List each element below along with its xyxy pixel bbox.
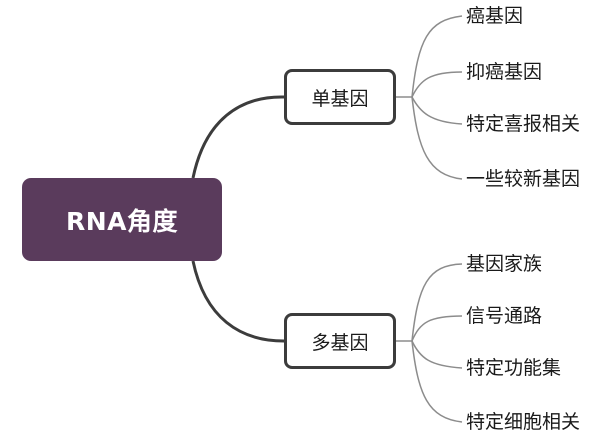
leaf-node-specific-related[interactable]: 特定喜报相关	[466, 113, 581, 135]
branch-node-single-gene[interactable]: 单基因	[284, 69, 396, 125]
connector-single-leaf-2	[411, 71, 463, 98]
leaf-node-oncogene[interactable]: 癌基因	[466, 5, 524, 27]
root-node[interactable]: RNA角度	[22, 178, 222, 261]
connector-multi-leaf-2	[411, 315, 463, 342]
connector-multi-leaf-1	[411, 263, 463, 342]
branch-node-label: 单基因	[311, 87, 369, 110]
root-node-label: RNA角度	[65, 206, 179, 236]
connector-multi-leaf-4	[411, 340, 463, 423]
connector-root-multi	[191, 260, 285, 343]
leaf-node-specific-function-set[interactable]: 特定功能集	[466, 357, 562, 379]
connector-single-leaf-4	[411, 96, 463, 180]
leaf-node-signaling-pathway[interactable]: 信号通路	[466, 305, 543, 327]
branch-node-multi-gene[interactable]: 多基因	[284, 313, 396, 369]
leaf-node-tumor-suppressor[interactable]: 抑癌基因	[466, 61, 543, 83]
connector-root-single	[191, 95, 285, 179]
connector-single-leaf-1	[411, 15, 463, 98]
leaf-node-newer-genes[interactable]: 一些较新基因	[466, 168, 581, 190]
leaf-node-gene-family[interactable]: 基因家族	[466, 253, 543, 275]
connector-single-leaf-3	[411, 96, 463, 125]
connector-multi-leaf-3	[411, 340, 463, 369]
leaf-node-specific-cell-related[interactable]: 特定细胞相关	[466, 411, 581, 433]
branch-node-label: 多基因	[311, 331, 369, 354]
